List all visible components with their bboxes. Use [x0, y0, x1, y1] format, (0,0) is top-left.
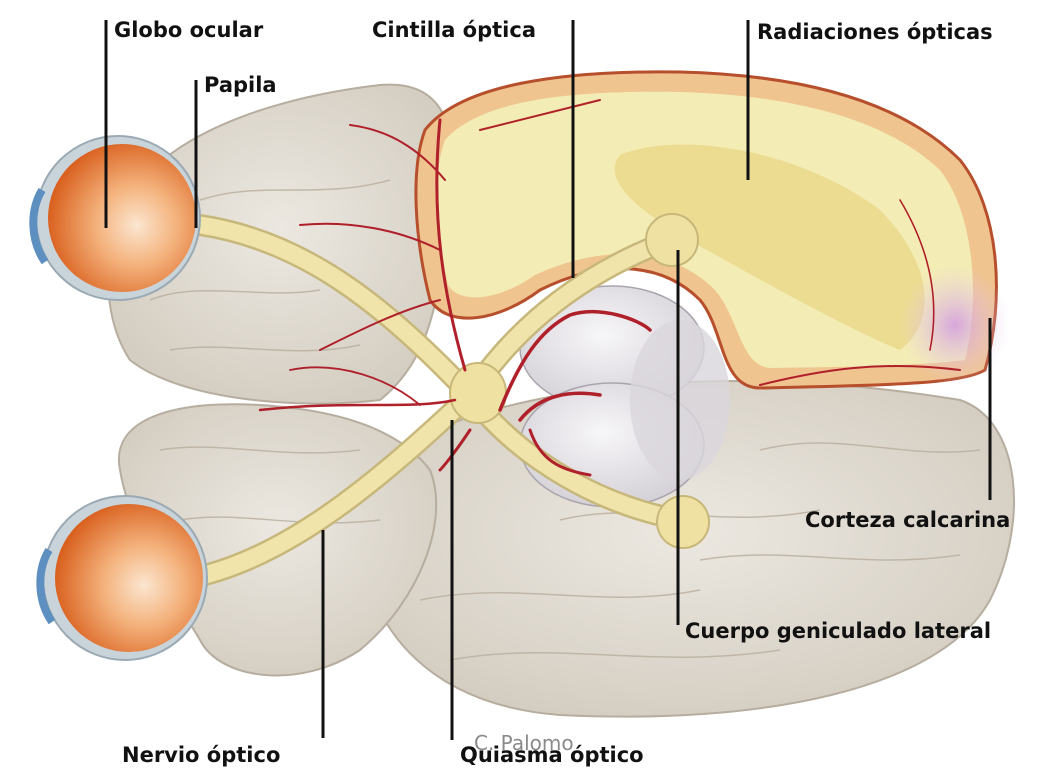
label-corteza-calcarina: Corteza calcarina	[805, 510, 1010, 531]
lateral-geniculate-upper	[646, 214, 698, 266]
label-radiaciones-opticas: Radiaciones ópticas	[757, 22, 993, 43]
label-nervio-optico: Nervio óptico	[122, 745, 280, 766]
upper-eyeball	[33, 136, 200, 300]
midbrain	[630, 320, 730, 480]
label-papila: Papila	[204, 75, 277, 96]
lower-eyeball	[40, 496, 207, 660]
label-globo-ocular: Globo ocular	[114, 20, 263, 41]
label-cuerpo-geniculado-lateral: Cuerpo geniculado lateral	[685, 621, 991, 642]
image-credit: C. Palomo	[474, 733, 574, 753]
optic-chiasm	[450, 363, 506, 423]
lateral-geniculate-lower	[657, 496, 709, 548]
label-cintilla-optica: Cintilla óptica	[372, 20, 536, 41]
